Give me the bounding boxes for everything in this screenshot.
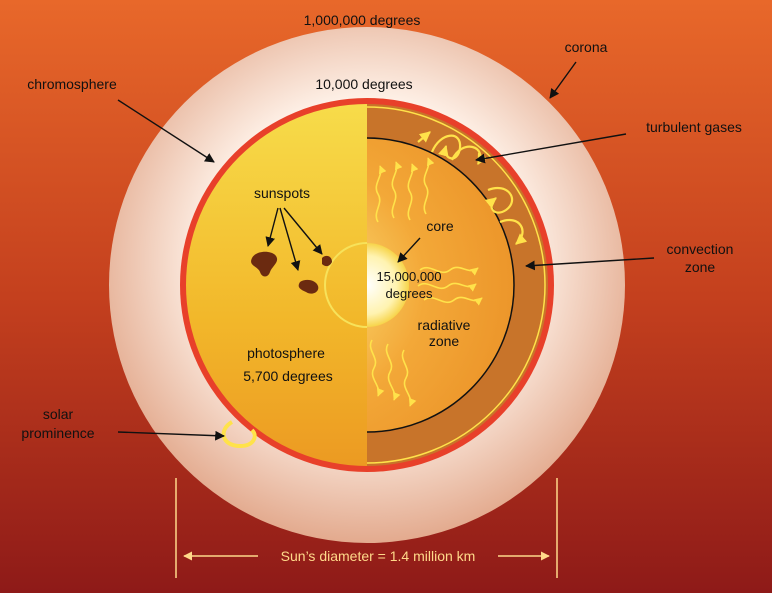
photosphere-label: photosphere (247, 345, 325, 361)
core-temperature-label-1: 15,000,000 (376, 269, 441, 284)
turbulent-gases-arrow (475, 133, 627, 164)
convection-zone-label-1: convection (667, 241, 734, 257)
solar-prominence-label-1: solar (43, 406, 74, 422)
sunspot-arrow-1 (265, 207, 279, 247)
solar-prominence (221, 420, 257, 449)
radiative-zone-label-2: zone (429, 333, 460, 349)
chromosphere-temperature-label: 10,000 degrees (315, 76, 412, 92)
chromosphere-label: chromosphere (27, 76, 117, 92)
diameter-indicator: Sun’s diameter = 1.4 million km (175, 478, 558, 578)
diameter-label: Sun’s diameter = 1.4 million km (281, 548, 476, 564)
core (367, 243, 409, 327)
corona-temperature-label: 1,000,000 degrees (304, 12, 421, 28)
convection-outline (367, 106, 546, 464)
photosphere-temperature-label: 5,700 degrees (243, 368, 333, 384)
sunspots-label: sunspots (254, 185, 310, 201)
sunspot-1 (251, 251, 278, 277)
sunspot-arrow-3 (283, 207, 323, 255)
leader-arrows (117, 61, 655, 441)
photosphere (186, 104, 367, 466)
sunspots (251, 251, 332, 294)
corona-label: corona (565, 39, 608, 55)
radiative-waves (369, 157, 483, 407)
corona-arrow (549, 61, 577, 99)
prominence-arrow (117, 430, 225, 441)
chromosphere-arrow (117, 99, 215, 163)
convection-arrow (525, 257, 655, 271)
turbulent-gases-label: turbulent gases (646, 119, 742, 135)
sunspot-3 (322, 255, 332, 267)
core-label: core (426, 218, 453, 234)
core-edge (324, 242, 368, 328)
sunspot-arrow-2 (279, 207, 301, 271)
convection-zone-label-2: zone (685, 259, 716, 275)
core-temperature-label-2: degrees (386, 286, 433, 301)
core-arrow (397, 237, 421, 263)
solar-prominence-label-2: prominence (21, 425, 94, 441)
radiative-zone-label-1: radiative (418, 317, 471, 333)
sunspot-2 (298, 279, 319, 294)
